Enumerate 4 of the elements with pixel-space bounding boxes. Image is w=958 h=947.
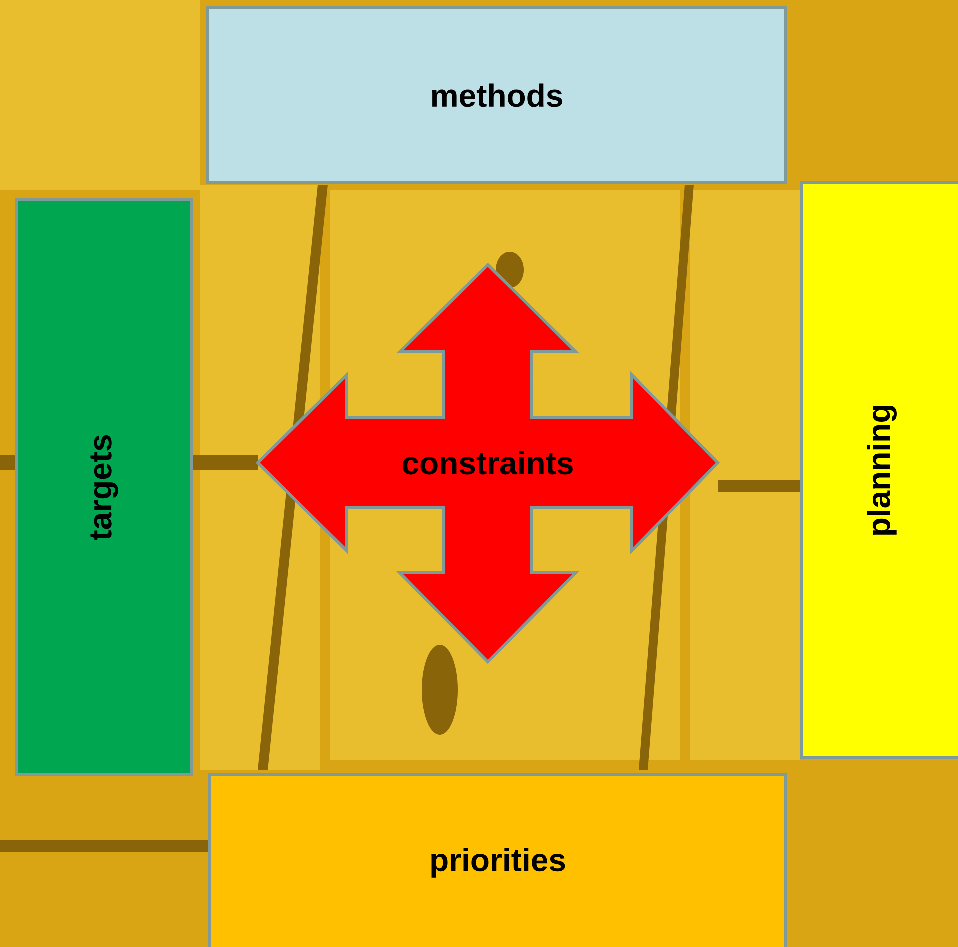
- label-box: planning: [800, 182, 958, 760]
- label-box: methods: [206, 6, 788, 184]
- label-box: targets: [16, 198, 194, 776]
- label-box: priorities: [208, 774, 788, 947]
